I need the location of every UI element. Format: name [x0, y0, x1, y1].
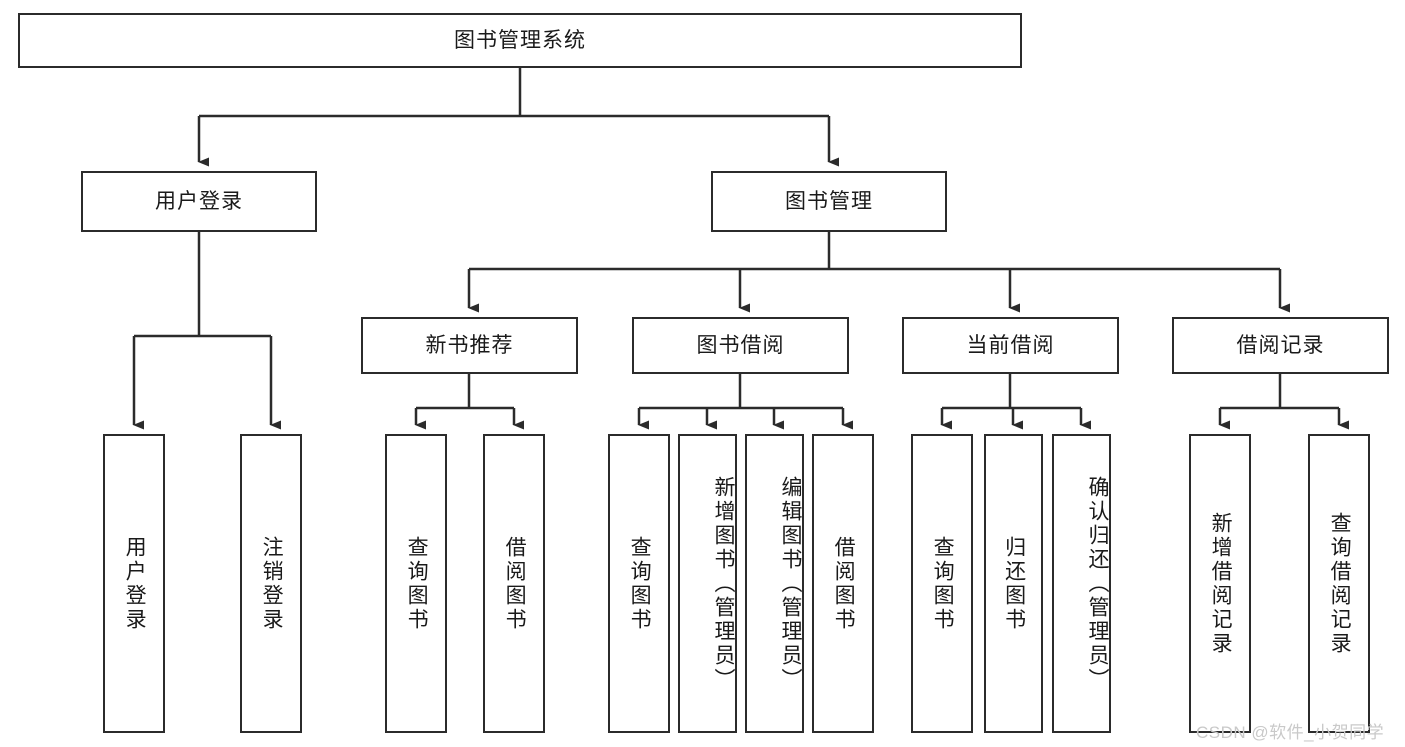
leaf-logout[interactable]: 注销登录	[240, 434, 302, 733]
node-current-borrow[interactable]: 当前借阅	[902, 317, 1119, 374]
leaf-bo-lend-book[interactable]: 借阅图书	[812, 434, 874, 733]
node-borrow-record[interactable]: 借阅记录	[1172, 317, 1389, 374]
leaf-bo-edit-book-admin[interactable]: 编辑图书（管理员）	[745, 434, 804, 733]
leaf-cb-query-books[interactable]: 查询图书	[911, 434, 973, 733]
node-book-borrow[interactable]: 图书借阅	[632, 317, 849, 374]
leaf-bo-query-books[interactable]: 查询图书	[608, 434, 670, 733]
leaf-br-query-record[interactable]: 查询借阅记录	[1308, 434, 1370, 733]
leaf-nb-query-books[interactable]: 查询图书	[385, 434, 447, 733]
leaf-cb-confirm-return-admin[interactable]: 确认归还（管理员）	[1052, 434, 1111, 733]
node-new-book-recommend[interactable]: 新书推荐	[361, 317, 578, 374]
node-book-management[interactable]: 图书管理	[711, 171, 947, 232]
leaf-user-login[interactable]: 用户登录	[103, 434, 165, 733]
leaf-br-add-record[interactable]: 新增借阅记录	[1189, 434, 1251, 733]
leaf-nb-borrow-books[interactable]: 借阅图书	[483, 434, 545, 733]
leaf-bo-add-book-admin[interactable]: 新增图书（管理员）	[678, 434, 737, 733]
node-user-login[interactable]: 用户登录	[81, 171, 317, 232]
watermark-text: CSDN @软件_小贺同学	[1196, 723, 1385, 742]
leaf-cb-return-book[interactable]: 归还图书	[984, 434, 1043, 733]
node-root-system[interactable]: 图书管理系统	[18, 13, 1022, 68]
